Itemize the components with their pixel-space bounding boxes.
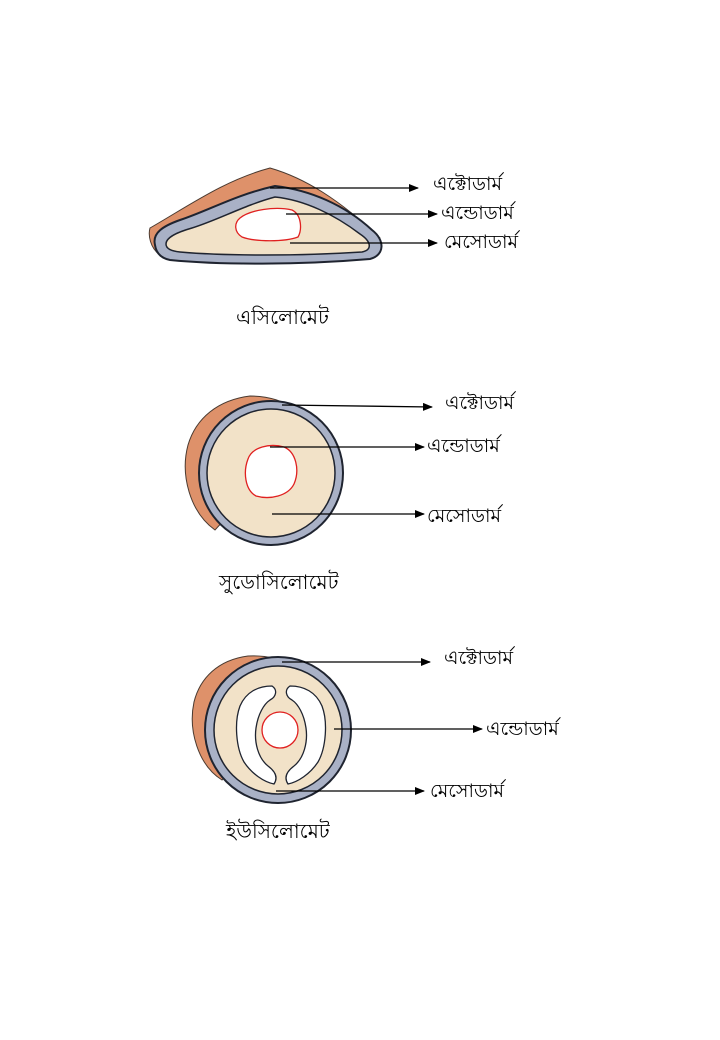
acoelomate-endoderm-label: এন্ডোডার্ম	[441, 201, 516, 224]
eucoelomate-ectoderm-label: এক্টোডার্ম	[444, 646, 515, 669]
acoelomate-title: এসিলোমেট	[236, 305, 330, 329]
eucoelomate-coelom-right	[285, 685, 327, 785]
eucoelomate-coelom-left	[235, 685, 277, 785]
pseudocoelomate-endoderm-cavity	[244, 444, 298, 499]
eucoelomate-endoderm-label: এন্ডোডার্ম	[486, 717, 561, 740]
acoelomate-endoderm-cavity	[235, 207, 302, 242]
pseudocoelomate-diagram: এক্টোডার্ম এন্ডোডার্ম মেসোডার্ম সুডোসিলো…	[184, 391, 516, 594]
pseudocoelomate-mesoderm-label: মেসোডার্ম	[427, 504, 503, 527]
pseudocoelomate-ectoderm-pointer	[281, 402, 433, 411]
pseudocoelomate-title: সুডোসিলোমেট	[218, 570, 340, 594]
acoelomate-diagram: এক্টোডার্ম এন্ডোডার্ম মেসোডার্ম এসিলোমেট	[148, 167, 520, 329]
eucoelomate-mesoderm-label: মেসোডার্ম	[430, 779, 506, 802]
acoelomate-ectoderm-label: এক্টোডার্ম	[433, 172, 504, 195]
acoelomate-mesoderm-label: মেসোডার্ম	[444, 230, 520, 253]
pseudocoelomate-ectoderm-label: এক্টোডার্ম	[445, 391, 516, 414]
eucoelomate-endoderm-gut	[261, 711, 299, 749]
pseudocoelomate-endoderm-label: এন্ডোডার্ম	[427, 434, 502, 457]
eucoelomate-diagram: এক্টোডার্ম এন্ডোডার্ম মেসোডার্ম ইউসিলোমে…	[191, 646, 561, 843]
eucoelomate-title: ইউসিলোমেট	[225, 819, 331, 843]
